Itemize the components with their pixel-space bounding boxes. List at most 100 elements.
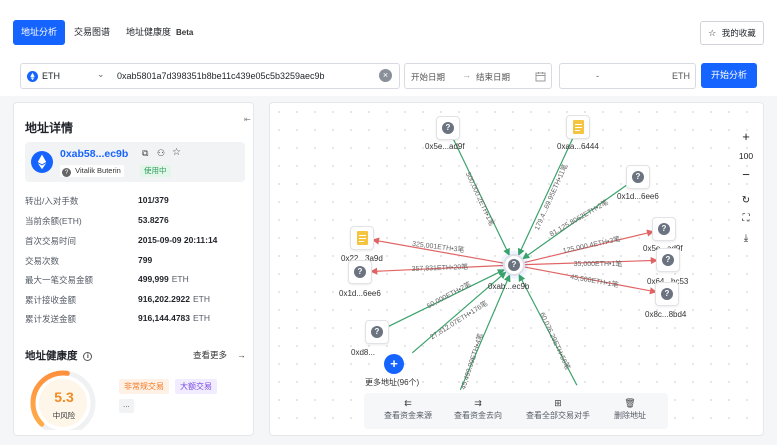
view-fund-source-button[interactable]: ⇇查看资金来源 [384, 398, 432, 420]
collapse-panel-icon[interactable]: ⇤ [244, 115, 251, 124]
health-score: 5.3 [54, 389, 74, 405]
grid-icon: ⊞ [554, 398, 562, 408]
tab-address-analysis[interactable]: 地址分析 [13, 20, 66, 45]
list-in-icon: ⇇ [404, 398, 412, 408]
address-node[interactable]: ? [626, 165, 650, 189]
fullscreen-icon[interactable]: ⛶ [742, 213, 750, 224]
view-fund-destination-button[interactable]: ⇉查看资金去向 [454, 398, 502, 420]
address-node[interactable]: ? [436, 116, 460, 140]
risk-tag: 大额交易 [175, 379, 217, 394]
help-icon: ? [371, 326, 383, 338]
status-badge: 使用中 [140, 165, 171, 177]
amount-separator: - [596, 71, 599, 81]
kv-label: 累计发送金额 [25, 314, 77, 324]
beta-badge: Beta [176, 28, 194, 37]
view-more-link[interactable]: 查看更多 → [193, 350, 246, 360]
date-range-picker[interactable]: 开始日期 → 结束日期 [404, 63, 552, 89]
help-icon: ? [62, 168, 71, 177]
node-label: 0xd8... [351, 348, 376, 357]
star-icon: ☆ [708, 28, 717, 38]
download-icon[interactable]: ⤓ [743, 233, 749, 244]
center-node[interactable]: ? [503, 254, 525, 276]
address-node[interactable]: ? [656, 248, 680, 272]
clear-icon[interactable]: × [379, 69, 392, 82]
entity-tag: ? Vitalik Buterin [60, 165, 124, 177]
node-action-bar: ⇇查看资金来源 ⇉查看资金去向 ⊞查看全部交易对手 🗑删除地址 [364, 393, 668, 429]
health-gauge [30, 370, 96, 430]
help-icon: ? [632, 171, 644, 183]
health-title: 地址健康度 i [25, 348, 93, 363]
kv-label: 累计接收金额 [25, 295, 77, 305]
center-node-label: 0xab...ec9b [488, 282, 530, 291]
address-search-box: ETH ⌄ 0xab5801a7d398351b8be11c439e05c5b3… [20, 63, 400, 89]
more-addresses-label[interactable]: 更多地址(96个) [365, 378, 420, 387]
arrow-right-icon: → [462, 70, 471, 80]
ethereum-icon [27, 71, 38, 82]
help-icon: ? [354, 266, 366, 278]
more-addresses-node[interactable]: + [384, 354, 404, 374]
kv-value: 101/379 [138, 195, 169, 205]
end-date-input[interactable]: 结束日期 [476, 72, 511, 82]
view-all-counterparties-button[interactable]: ⊞查看全部交易对手 [526, 398, 590, 420]
zoom-out-button[interactable]: − [742, 167, 750, 182]
address-node[interactable]: ? [348, 260, 372, 284]
ethereum-avatar-icon [31, 151, 53, 173]
address-details-panel: 地址详情 ⇤ 0xab58...ec9b ⧉ ⚇ ☆ ? Vitalik But… [13, 102, 254, 436]
start-analysis-button[interactable]: 开始分析 [701, 63, 757, 88]
zoom-in-button[interactable]: + [742, 129, 750, 144]
help-icon: ? [661, 288, 673, 300]
node-label: 0x1d...6ee6 [339, 289, 381, 298]
kv-label: 当前余额(ETH) [25, 216, 82, 226]
kv-value: 53.8276 [138, 215, 169, 225]
node-label: 0xaa...6444 [557, 142, 599, 151]
tab-transaction-graph[interactable]: 交易图谱 [74, 27, 111, 37]
refresh-icon[interactable]: ↻ [741, 195, 751, 206]
arrow-right-icon: → [237, 350, 246, 360]
node-label: 0x8c...8bd4 [645, 310, 687, 319]
address-node[interactable]: ? [365, 320, 389, 344]
address-node[interactable]: ? [655, 282, 679, 306]
address-short[interactable]: 0xab58...ec9b [60, 148, 129, 160]
address-card: 0xab58...ec9b ⧉ ⚇ ☆ ? Vitalik Buterin 使用… [25, 142, 245, 182]
risk-tag-more[interactable]: ... [119, 399, 134, 413]
chain-select[interactable]: ETH [42, 71, 60, 81]
address-input[interactable]: 0xab5801a7d398351b8be11c439e05c5b3259aec… [117, 71, 325, 81]
amount-range-input[interactable]: - ETH [559, 63, 696, 89]
kv-label: 转出/入对手数 [25, 196, 79, 206]
copy-icon[interactable]: ⧉ [142, 148, 149, 158]
kv-label: 首次交易时间 [25, 236, 77, 246]
node-label: 0x22...3a9d [341, 254, 383, 263]
node-label: 0x5e...ad9f [425, 142, 465, 151]
document-icon [357, 231, 368, 245]
delete-address-button[interactable]: 🗑删除地址 [614, 398, 646, 420]
address-node[interactable]: ? [652, 217, 676, 241]
kv-value: 799 [138, 255, 153, 265]
risk-tag: 非常规交易 [119, 379, 169, 394]
favorite-star-icon[interactable]: ☆ [172, 147, 181, 158]
document-node[interactable] [566, 115, 590, 139]
node-label: 0x64...bc53 [647, 277, 688, 286]
start-date-input[interactable]: 开始日期 [411, 72, 446, 82]
zoom-level: 100 [738, 151, 754, 161]
gauge-fill [30, 370, 96, 430]
calendar-icon [535, 72, 546, 82]
document-icon [573, 120, 584, 134]
trash-icon: 🗑 [624, 398, 636, 408]
info-icon[interactable]: i [83, 352, 93, 361]
favorites-button[interactable]: ☆ 我的收藏 [700, 21, 764, 45]
amount-unit: ETH [672, 71, 690, 81]
document-node[interactable] [350, 226, 374, 250]
help-icon: ? [658, 223, 670, 235]
help-icon: ? [508, 259, 520, 271]
details-title: 地址详情 [25, 121, 74, 135]
chevron-down-icon[interactable]: ⌄ [97, 69, 105, 79]
list-out-icon: ⇉ [474, 398, 482, 408]
help-icon: ? [662, 254, 674, 266]
tag-icon[interactable]: ⚇ [157, 148, 166, 158]
kv-label: 交易次数 [25, 256, 60, 266]
